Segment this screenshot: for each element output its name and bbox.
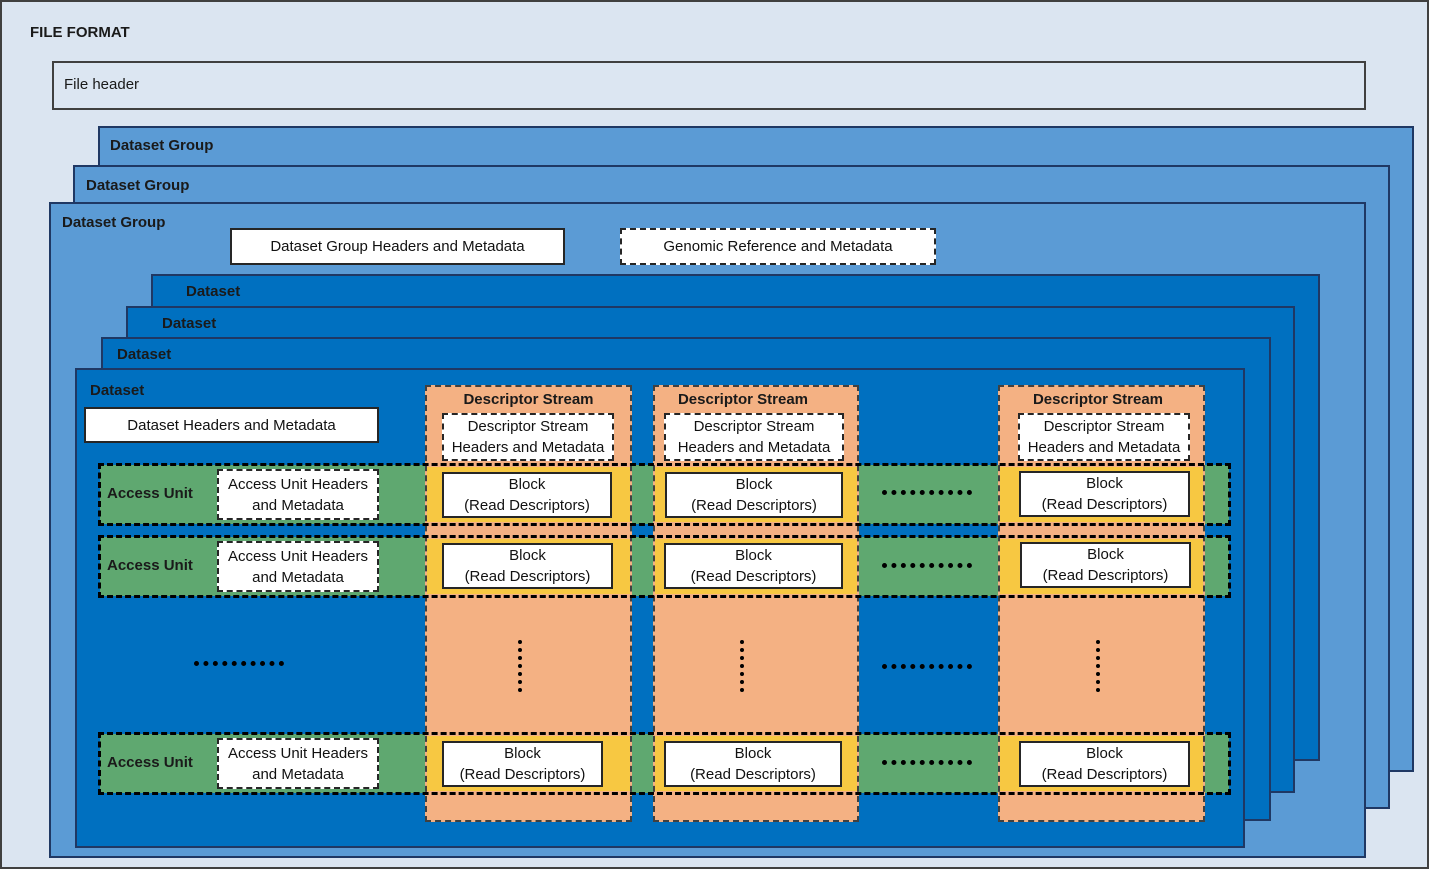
block-title: Block bbox=[735, 476, 773, 493]
access-unit-headers: Access Unit Headers and Metadata bbox=[217, 541, 379, 592]
horizontal-ellipsis bbox=[882, 490, 972, 495]
dataset-label: Dataset bbox=[186, 283, 241, 300]
block-subtitle: (Read Descriptors) bbox=[1042, 567, 1169, 584]
block-box: Block (Read Descriptors) bbox=[1020, 542, 1191, 588]
access-unit-outline bbox=[98, 732, 1231, 795]
file-header-box: File header bbox=[52, 61, 1366, 110]
block-box: Block (Read Descriptors) bbox=[664, 543, 843, 589]
genomic-reference-box: Genomic Reference and Metadata bbox=[620, 228, 936, 265]
vertical-ellipsis bbox=[518, 640, 522, 692]
access-unit-headers: Access Unit Headers and Metadata bbox=[217, 738, 379, 789]
block-subtitle: (Read Descriptors) bbox=[690, 568, 817, 585]
vertical-ellipsis bbox=[740, 640, 744, 692]
access-unit-outline bbox=[98, 463, 1231, 526]
descriptor-stream-headers: Descriptor Stream Headers and Metadata bbox=[442, 413, 614, 461]
block-title: Block bbox=[1087, 546, 1124, 563]
block-title: Block bbox=[1086, 745, 1123, 762]
descriptor-stream-title: Descriptor Stream bbox=[1032, 391, 1164, 408]
block-box: Block (Read Descriptors) bbox=[1019, 471, 1190, 517]
horizontal-ellipsis bbox=[882, 563, 972, 568]
dataset-group-label: Dataset Group bbox=[110, 137, 214, 154]
access-unit-label: Access Unit bbox=[107, 754, 193, 771]
file-header-label: File header bbox=[64, 76, 140, 93]
block-title: Block bbox=[1086, 475, 1123, 492]
block-box: Block (Read Descriptors) bbox=[442, 543, 613, 589]
vertical-ellipsis bbox=[1096, 640, 1100, 692]
block-box: Block (Read Descriptors) bbox=[442, 741, 603, 787]
block-title: Block bbox=[508, 476, 546, 493]
descriptor-stream-title: Descriptor Stream bbox=[463, 391, 594, 408]
block-subtitle: (Read Descriptors) bbox=[464, 568, 591, 585]
access-unit-outline bbox=[98, 535, 1231, 598]
block-subtitle: (Read Descriptors) bbox=[459, 766, 586, 783]
dataset-label: Dataset bbox=[90, 382, 145, 399]
dataset-label: Dataset bbox=[117, 346, 172, 363]
block-title: Block bbox=[504, 745, 541, 762]
horizontal-ellipsis bbox=[882, 664, 972, 669]
horizontal-ellipsis bbox=[882, 760, 972, 765]
block-box: Block (Read Descriptors) bbox=[1019, 741, 1190, 787]
block-subtitle: (Read Descriptors) bbox=[1041, 496, 1168, 513]
descriptor-stream-title: Descriptor Stream bbox=[677, 391, 809, 408]
block-title: Block bbox=[735, 547, 772, 564]
block-title: Block bbox=[734, 745, 772, 762]
access-unit-label: Access Unit bbox=[107, 557, 193, 574]
dataset-group-label: Dataset Group bbox=[86, 177, 190, 194]
block-title: Block bbox=[509, 547, 546, 564]
block-box: Block (Read Descriptors) bbox=[664, 741, 842, 787]
dataset-group-label: Dataset Group bbox=[62, 214, 166, 231]
access-unit-label: Access Unit bbox=[107, 485, 193, 502]
block-subtitle: (Read Descriptors) bbox=[464, 497, 590, 514]
block-subtitle: (Read Descriptors) bbox=[1041, 766, 1168, 783]
descriptor-stream-headers: Descriptor Stream Headers and Metadata bbox=[1018, 413, 1190, 461]
dataset-group-headers-box: Dataset Group Headers and Metadata bbox=[230, 228, 565, 265]
block-subtitle: (Read Descriptors) bbox=[691, 497, 817, 514]
descriptor-stream-headers: Descriptor Stream Headers and Metadata bbox=[664, 413, 844, 461]
dataset-label: Dataset bbox=[162, 315, 217, 332]
file-format-title: FILE FORMAT bbox=[30, 24, 130, 41]
block-box: Block (Read Descriptors) bbox=[442, 472, 612, 518]
access-unit-headers: Access Unit Headers and Metadata bbox=[217, 469, 379, 520]
block-box: Block (Read Descriptors) bbox=[665, 472, 843, 518]
dataset-headers-box: Dataset Headers and Metadata bbox=[84, 407, 379, 443]
block-subtitle: (Read Descriptors) bbox=[690, 766, 816, 783]
horizontal-ellipsis bbox=[194, 661, 284, 666]
